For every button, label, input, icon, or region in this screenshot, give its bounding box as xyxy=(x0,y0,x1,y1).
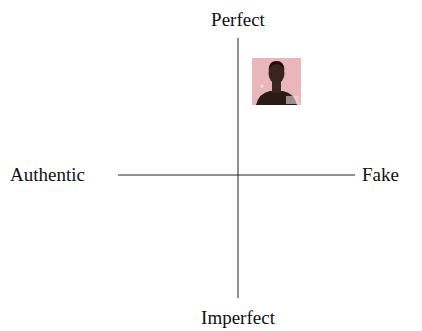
portrait-highlight xyxy=(261,85,263,87)
portrait-image xyxy=(252,58,301,105)
portrait-face xyxy=(269,62,285,84)
portrait-light-patch xyxy=(286,96,299,104)
axis-label: Perfect xyxy=(211,10,265,31)
vertical-axis xyxy=(238,38,239,298)
horizontal-axis xyxy=(118,175,355,176)
axis-label: Imperfect xyxy=(201,308,275,329)
axis-label: Authentic xyxy=(10,165,85,186)
portrait-hair xyxy=(269,61,285,70)
axis-label: Fake xyxy=(362,165,399,186)
portrait-background xyxy=(252,58,301,105)
